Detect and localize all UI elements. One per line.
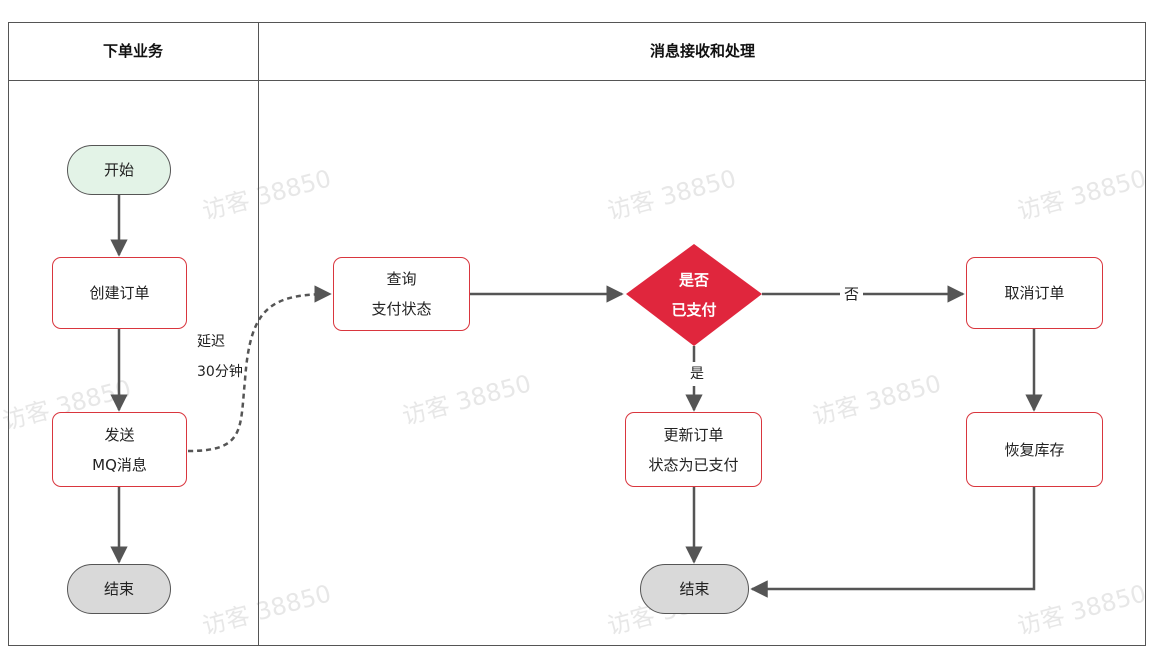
cancel-order-node[interactable]: 取消订单: [966, 257, 1103, 329]
send-mq-label-line1: 发送: [104, 425, 135, 444]
end-right-label: 结束: [679, 580, 710, 598]
query-payment-node[interactable]: 查询 支付状态: [333, 257, 470, 331]
edge-delay-dashed: [187, 285, 332, 453]
end-node-left[interactable]: 结束: [67, 564, 171, 614]
end-node-right[interactable]: 结束: [640, 564, 749, 614]
decision-paid-label: 是否 已支付: [626, 244, 762, 346]
lane-divider: [258, 22, 259, 646]
restore-stock-label: 恢复库存: [1004, 440, 1065, 459]
query-label-line1: 查询: [386, 270, 417, 288]
yes-label: 是: [688, 362, 706, 386]
end-left-label: 结束: [103, 580, 134, 598]
delay-label: 延迟 30分钟: [197, 330, 243, 384]
lane-header-divider: [8, 80, 1146, 81]
delay-label-line1: 延迟: [197, 334, 225, 350]
create-order-node[interactable]: 创建订单: [52, 257, 187, 329]
restore-stock-node[interactable]: 恢复库存: [966, 412, 1103, 487]
update-order-node[interactable]: 更新订单 状态为已支付: [625, 412, 762, 487]
start-label: 开始: [103, 161, 134, 179]
edge-restore-to-end: [750, 487, 1036, 598]
swimlane-frame: [8, 22, 1146, 646]
update-label-line1: 更新订单: [663, 425, 724, 444]
lane-title-order: 下单业务: [102, 42, 163, 60]
decision-label-line1: 是否: [678, 271, 709, 289]
send-mq-label-line2: MQ消息: [92, 455, 147, 474]
send-mq-node[interactable]: 发送 MQ消息: [52, 412, 187, 487]
cancel-order-label: 取消订单: [1004, 284, 1065, 302]
decision-diamond: [626, 244, 762, 346]
start-node[interactable]: 开始: [67, 145, 171, 195]
query-label-line2: 支付状态: [371, 300, 432, 318]
no-label: 否: [840, 282, 864, 306]
delay-label-line2: 30分钟: [197, 364, 243, 380]
lane-title-message: 消息接收和处理: [649, 42, 755, 60]
decision-label-line2: 已支付: [671, 301, 717, 319]
create-order-label: 创建订单: [89, 284, 150, 302]
update-label-line2: 状态为已支付: [648, 455, 739, 474]
